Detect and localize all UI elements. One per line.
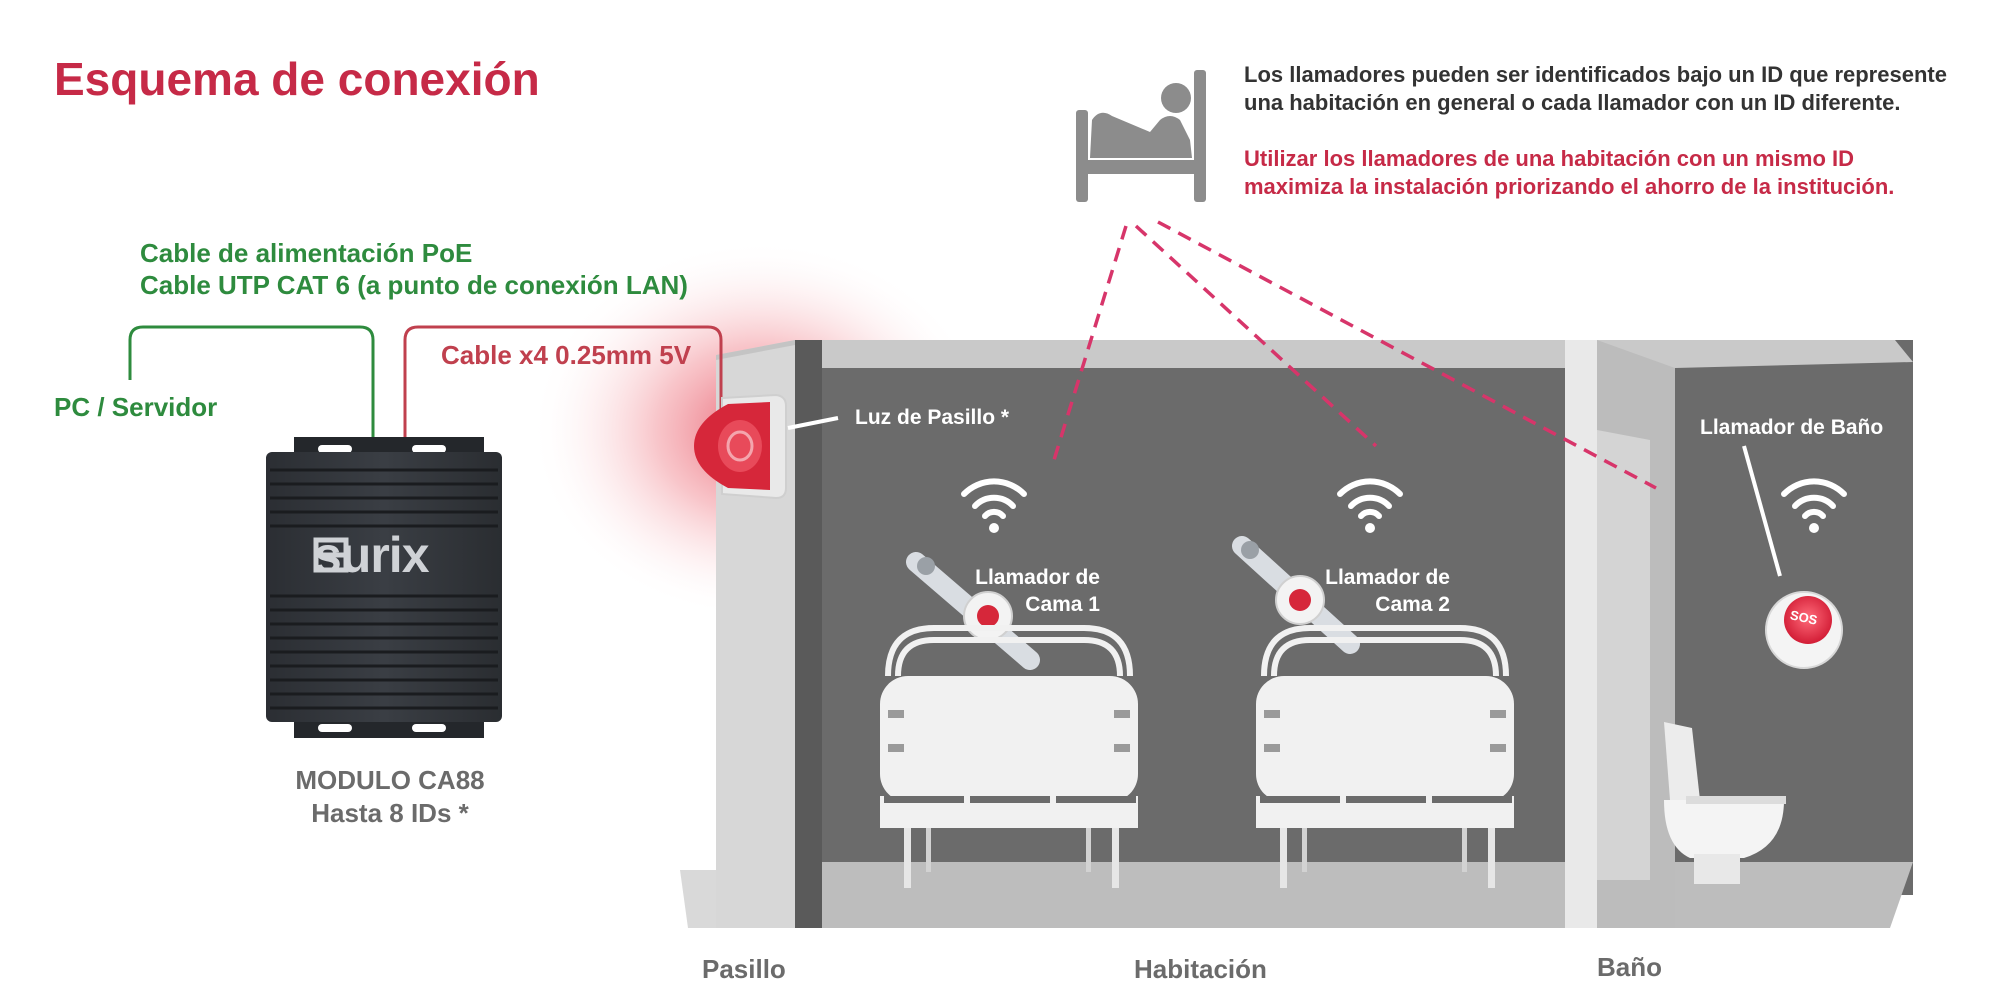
info-highlight-2: maximiza la instalación priorizando el a… — [1244, 174, 1895, 199]
bed-2 — [1256, 625, 1514, 888]
bed-icon — [1076, 70, 1206, 202]
bed2-caller-line1: Llamador de — [1325, 566, 1450, 589]
bed1-caller-line1: Llamador de — [975, 566, 1100, 589]
module-caption: MODULO CA88 Hasta 8 IDs * — [250, 764, 530, 830]
x4-cable-label: Cable x4 0.25mm 5V — [441, 340, 692, 370]
wall-gap — [1565, 340, 1597, 928]
module-name: MODULO CA88 — [295, 765, 485, 795]
bed2-caller-line2: Cama 2 — [1375, 593, 1450, 616]
bed1-caller-line2: Cama 1 — [1025, 593, 1100, 616]
info-text: Los llamadores pueden ser identificados … — [1244, 61, 1947, 117]
info-highlight-1: Utilizar los llamadores de una habitació… — [1244, 146, 1855, 171]
info-line-1: Los llamadores pueden ser identificados … — [1244, 62, 1947, 87]
page-title: Esquema de conexión — [54, 53, 540, 105]
bath-caller-label: Llamador de Baño — [1700, 416, 1884, 439]
green-cable — [128, 325, 375, 440]
hall-light-device — [694, 393, 839, 500]
hall-light-label: Luz de Pasillo * — [855, 406, 1010, 429]
surix-logo: surix — [314, 527, 430, 583]
surix-module — [266, 437, 502, 738]
zone-room-label: Habitación — [1134, 954, 1267, 984]
zone-hall-label: Pasillo — [702, 954, 786, 984]
bed2-caller-label: Llamador de Cama 2 — [1310, 564, 1450, 618]
bath-caller — [1742, 445, 1843, 669]
poe-cable-label: Cable de alimentación PoE — [140, 238, 473, 268]
wifi-icon — [961, 478, 1027, 533]
toilet — [1664, 722, 1786, 884]
wifi-icon — [1781, 478, 1847, 533]
bed1-caller-label: Llamador de Cama 1 — [960, 564, 1100, 618]
red-cable — [403, 325, 723, 440]
utp-cable-label: Cable UTP CAT 6 (a punto de conexión LAN… — [140, 270, 688, 300]
info-line-2: una habitación en general o cada llamado… — [1244, 90, 1901, 115]
module-capacity: Hasta 8 IDs * — [311, 798, 469, 828]
wifi-icon — [1337, 478, 1403, 533]
bed-1 — [880, 625, 1138, 888]
info-highlight: Utilizar los llamadores de una habitació… — [1244, 145, 1894, 201]
zone-bath-label: Baño — [1597, 952, 1662, 982]
pc-server-label: PC / Servidor — [54, 392, 218, 422]
signal-lines — [1052, 220, 1657, 490]
